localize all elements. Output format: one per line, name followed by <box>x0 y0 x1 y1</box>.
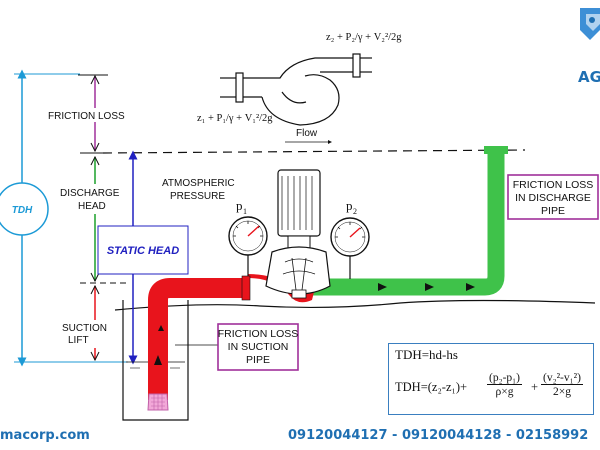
equation-suction: z₁ + P₁/γ + V₁²/2g <box>197 113 273 124</box>
friction-discharge-box <box>507 174 599 220</box>
flow-label: Flow <box>296 128 318 139</box>
p1-label: p <box>236 198 243 213</box>
friction-suction-label-2: IN SUCTION <box>228 341 289 353</box>
suction-lift-label-2: LIFT <box>68 335 89 346</box>
tdh-formula-box: TDH=hd-hs TDH=(z₂-z₁)+ (p₂-p₁) ρ×g + (v₂… <box>388 343 594 415</box>
footer-phones: 09120044127 - 09120044128 - 02158992 <box>288 428 589 443</box>
gauge-p2 <box>330 217 370 279</box>
suction-pipe <box>148 278 248 400</box>
friction-discharge-label-1: FRICTION LOSS <box>513 179 594 191</box>
static-head-box <box>97 225 189 275</box>
formula-fraction-velocity: (v₂²-v₁²) 2×g <box>541 372 583 398</box>
friction-discharge-label-3: PIPE <box>541 205 565 217</box>
formula-line-2-prefix: TDH=(z₂-z₁)+ <box>395 380 468 394</box>
suction-lift-label-1: SUCTION <box>62 323 107 334</box>
fraction-pressure-numerator: (p₂-p₁) <box>487 372 523 385</box>
pump-motor <box>265 169 331 299</box>
formula-fraction-pressure: (p₂-p₁) ρ×g <box>487 372 523 398</box>
friction-discharge-label-2: IN DISCHARGE <box>515 192 591 204</box>
friction-suction-label-3: PIPE <box>246 354 270 366</box>
gauge-p1 <box>228 216 268 276</box>
company-logo: AG <box>578 8 600 86</box>
tdh-label: TDH <box>12 205 33 216</box>
p1-subscript: 1 <box>243 207 247 216</box>
atmospheric-label-2: PRESSURE <box>170 191 225 202</box>
fraction-velocity-numerator: (v₂²-v₁²) <box>541 372 583 385</box>
ground-line <box>114 299 596 311</box>
discharge-head-label-2: HEAD <box>78 201 106 212</box>
static-head-label: STATIC HEAD <box>107 245 179 257</box>
discharge-flow-arrows <box>378 283 475 291</box>
p2-subscript: 2 <box>353 207 357 216</box>
formula-line-1: TDH=hd-hs <box>395 347 458 362</box>
equation-discharge: z₂ + P₂/γ + V₂²/2g <box>326 32 402 43</box>
fraction-velocity-denominator: 2×g <box>552 386 571 398</box>
formula-plus: + <box>531 380 539 394</box>
friction-suction-label-1: FRICTION LOSS <box>218 328 299 340</box>
discharge-head-label-1: DISCHARGE <box>60 188 120 199</box>
discharge-pipe <box>300 150 505 296</box>
friction-suction-box <box>217 323 299 371</box>
p2-label: p <box>346 198 353 213</box>
volute-pump-sketch <box>220 53 372 126</box>
atmospheric-label-1: ATMOSPHERIC <box>162 178 235 189</box>
fraction-pressure-denominator: ρ×g <box>495 386 514 398</box>
friction-loss-label: FRICTION LOSS <box>48 111 125 122</box>
logo-text: AG <box>578 68 600 86</box>
tdh-circle <box>0 182 49 236</box>
discharge-level-line <box>102 149 526 154</box>
footer-website[interactable]: macorp.com <box>0 428 90 443</box>
